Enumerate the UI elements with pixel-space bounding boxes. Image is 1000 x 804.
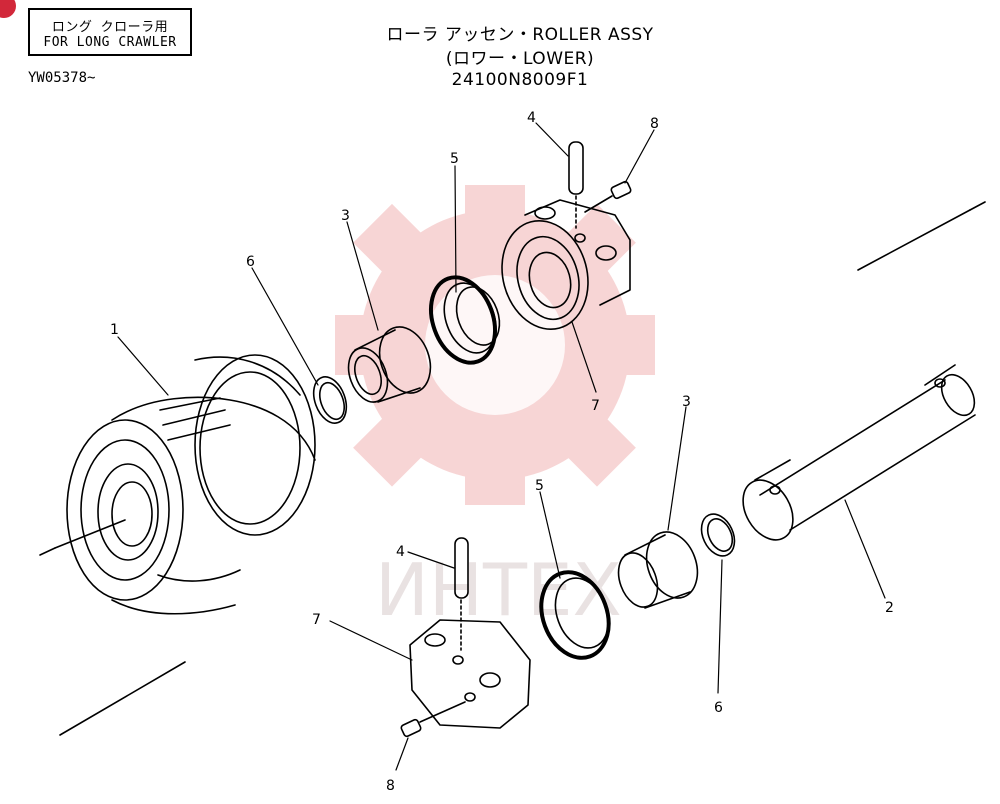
bushing-right (617, 531, 699, 609)
collar-top (501, 199, 631, 331)
watermark-text: ИНТЕХ (375, 548, 622, 632)
callout-7-bottom: 7 (312, 612, 321, 628)
floating-seal-bottom (539, 570, 611, 660)
roller-leader-extension (39, 547, 56, 556)
badge-line-japanese: ロング クローラ用 (51, 20, 169, 35)
callout-8-bottom: 8 (386, 778, 395, 794)
shaft-guide-line-top (857, 209, 971, 271)
callout-5-bottom: 5 (535, 478, 544, 494)
diagram-title: ローラ アッセン・ROLLER ASSY (386, 25, 654, 45)
corner-marker (0, 0, 16, 18)
collar-bottom (409, 619, 531, 729)
plug-bottom (400, 701, 466, 738)
diagram-subtitle: (ロワー・LOWER) (445, 49, 595, 69)
callout-1: 1 (110, 322, 119, 338)
bushing-top (347, 326, 432, 403)
callout-6-right: 6 (714, 700, 723, 716)
shaft (742, 364, 976, 541)
shaft-guide-line-end (969, 201, 986, 211)
part-number: 24100N8009F1 (451, 70, 589, 90)
callout-2: 2 (885, 600, 894, 616)
callout-3-top: 3 (341, 208, 350, 224)
callout-3-right: 3 (682, 394, 691, 410)
o-ring-left (312, 376, 348, 424)
callout-5-top: 5 (450, 151, 459, 167)
callout-4-top: 4 (527, 110, 536, 126)
serial-range: YW05378~ (28, 70, 96, 86)
callout-6-left: 6 (246, 254, 255, 270)
long-crawler-badge: ロング クローラ用 FOR LONG CRAWLER (28, 8, 192, 56)
roller-guide-line (59, 661, 186, 736)
callout-7-top: 7 (591, 398, 600, 414)
watermark-gear-hole (425, 275, 565, 415)
callout-4-bottom: 4 (396, 544, 405, 560)
o-ring-right (700, 513, 736, 557)
leader-lines (117, 122, 886, 771)
pin-top (568, 141, 584, 229)
floating-seal-top (429, 275, 501, 365)
badge-line-english: FOR LONG CRAWLER (43, 35, 177, 50)
plug-top (584, 180, 632, 213)
roller-body (54, 354, 316, 615)
callout-8-top: 8 (650, 116, 659, 132)
pin-bottom (454, 537, 469, 651)
